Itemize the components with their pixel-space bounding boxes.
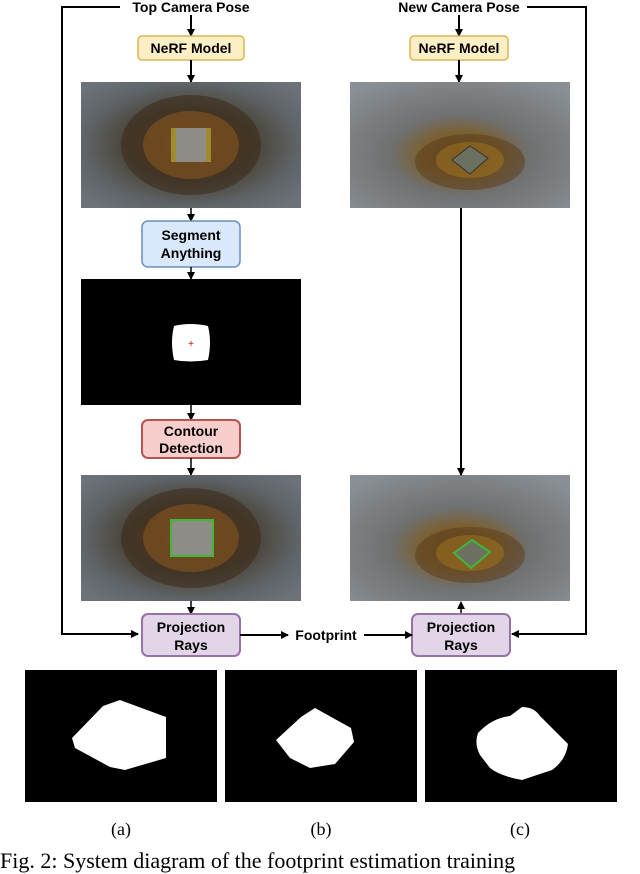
top-camera-pose-label: Top Camera Pose [132, 0, 249, 15]
new-camera-pose-label: New Camera Pose [398, 0, 520, 15]
system-diagram: Top Camera Pose New Camera Pose NeRF Mod… [25, 0, 617, 840]
subfigure-label-c: (c) [510, 819, 530, 840]
figure-caption: Fig. 2: System diagram of the footprint … [0, 848, 516, 873]
contour-overlay-image [81, 475, 301, 601]
projection-rays-right-line2: Rays [444, 637, 478, 653]
nerf-model-right-label: NeRF Model [419, 40, 500, 56]
footprint-label: Footprint [295, 627, 357, 643]
segment-anything-line1: Segment [161, 227, 220, 243]
mask-panel-a [25, 670, 217, 802]
projection-rays-left-node: Projection Rays [141, 613, 241, 657]
nerf-model-left-label: NeRF Model [151, 40, 232, 56]
mask-panel-c [425, 670, 617, 802]
contour-detection-node: Contour Detection [141, 419, 241, 459]
segment-anything-line2: Anything [161, 245, 222, 261]
new-pose-loop-line [511, 6, 587, 638]
top-view-render-image [81, 82, 301, 208]
mask-panel-b [225, 670, 417, 802]
segmentation-mask-image: + [81, 279, 301, 405]
subfigure-label-a: (a) [111, 819, 131, 840]
contour-detection-line1: Contour [164, 423, 219, 439]
contour-detection-line2: Detection [159, 440, 223, 456]
segment-anything-node: Segment Anything [141, 220, 241, 268]
new-view-render-image [350, 82, 570, 208]
nerf-model-right-node: NeRF Model [409, 35, 509, 61]
nerf-model-left-node: NeRF Model [137, 35, 245, 61]
projection-rays-left-line1: Projection [157, 619, 225, 635]
subfigure-label-b: (b) [311, 819, 332, 840]
projection-rays-right-line1: Projection [427, 619, 495, 635]
svg-text:+: + [188, 339, 194, 350]
projection-rays-right-node: Projection Rays [411, 613, 511, 657]
projection-rays-left-line2: Rays [174, 637, 208, 653]
new-view-contour-overlay-image [350, 475, 570, 601]
top-pose-loop-line [61, 6, 139, 638]
